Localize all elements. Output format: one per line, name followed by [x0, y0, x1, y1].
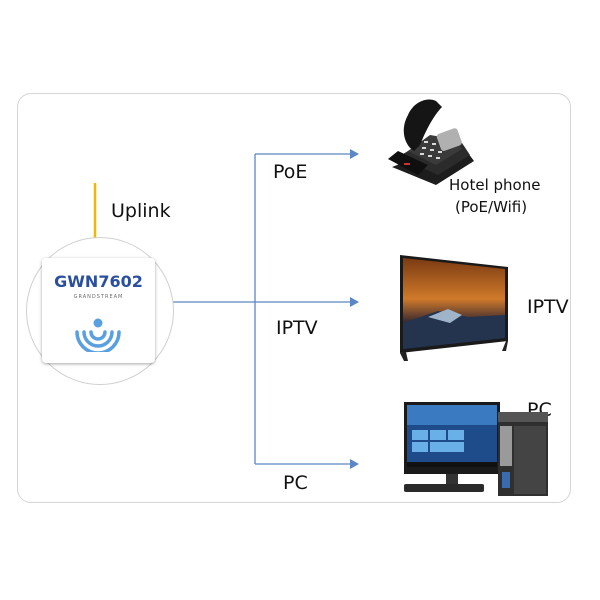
uplink-label: Uplink	[111, 200, 171, 222]
pc-icon	[404, 402, 548, 496]
device-brand: GRANDSTREAM	[73, 294, 124, 300]
hotel-phone-icon	[388, 99, 474, 185]
access-point-device: GWN7602 GRANDSTREAM	[42, 258, 155, 363]
link-arrowheads	[350, 149, 359, 469]
hotel-phone-label-line2: (PoE/Wifi)	[455, 198, 528, 216]
wifi-icon	[75, 318, 121, 352]
pc-link-label: PC	[283, 472, 308, 494]
link-lines	[155, 153, 352, 465]
iptv-link-label: IPTV	[276, 317, 318, 339]
hotel-phone-label-line1: Hotel phone	[449, 176, 541, 194]
poe-label: PoE	[273, 161, 308, 183]
iptv-device-label: IPTV	[527, 296, 569, 318]
tv-icon	[400, 255, 508, 361]
device-model: GWN7602	[54, 272, 143, 291]
hotel-phone-label: Hotel phone (PoE/Wifi)	[449, 174, 540, 218]
